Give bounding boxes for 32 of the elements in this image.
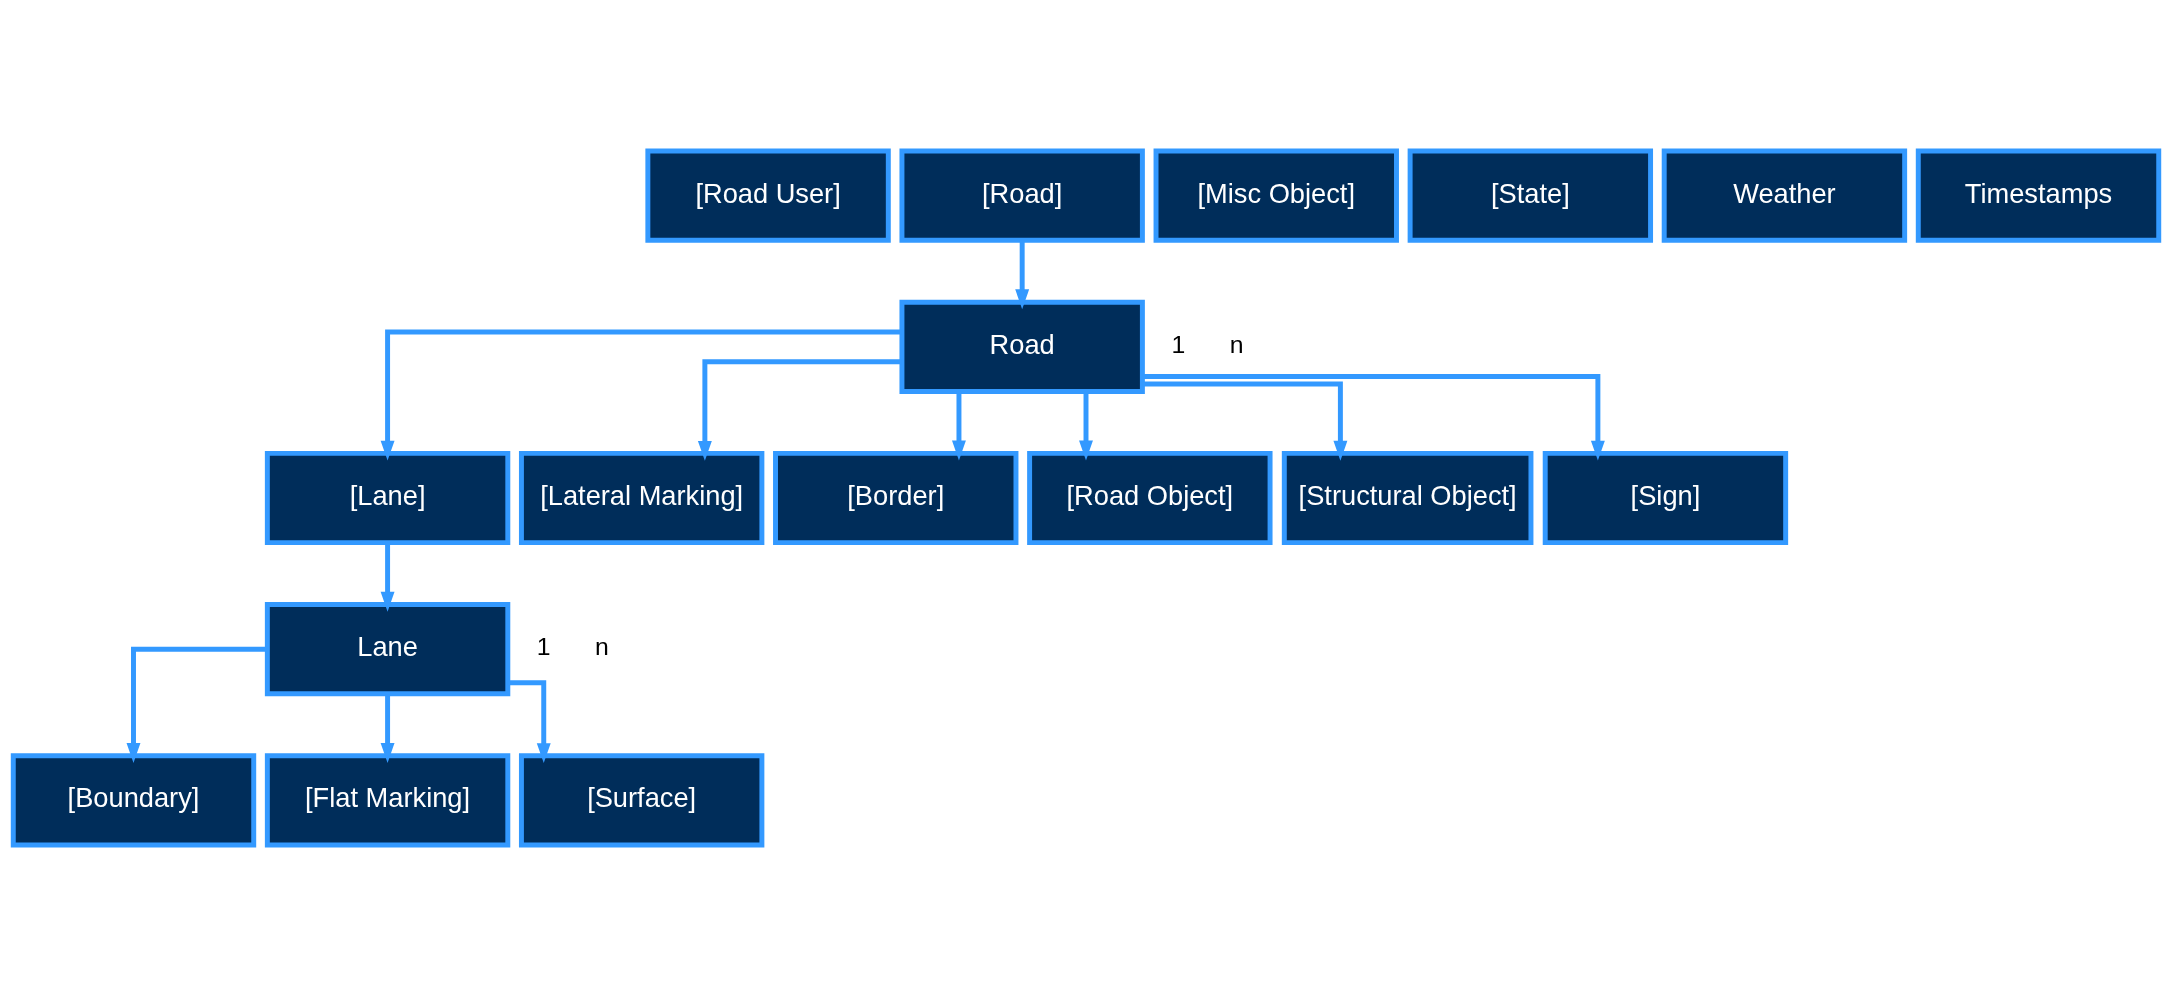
- node-box: [Surface]: [518, 752, 765, 847]
- node-box: Weather: [1661, 148, 1908, 243]
- arrow: [1015, 240, 1030, 309]
- node-box: [Lateral Marking]: [518, 450, 765, 545]
- node-box: [Lane]: [264, 450, 511, 545]
- label: 1: [1171, 330, 1186, 358]
- node-box: [Structural Object]: [1281, 450, 1534, 545]
- label: n: [595, 632, 609, 660]
- node-box: [State]: [1407, 148, 1654, 243]
- node-box: Timestamps: [1915, 148, 2162, 243]
- label: 1: [536, 632, 551, 660]
- arrow: [1142, 373, 1605, 461]
- arrow: [507, 679, 551, 763]
- arrow: [380, 542, 395, 612]
- node-box: [Road Object]: [1027, 450, 1273, 545]
- node-box: [Flat Marking]: [264, 752, 511, 847]
- arrow: [1079, 391, 1093, 460]
- arrow: [380, 328, 902, 461]
- node-box: Lane: [264, 601, 511, 696]
- node-box: [Border]: [773, 450, 1019, 545]
- arrow: [697, 358, 902, 461]
- label: n: [1229, 330, 1244, 358]
- node-box: [Road User]: [645, 148, 891, 243]
- node-box: [Road]: [899, 148, 1145, 243]
- node-box: [Boundary]: [10, 752, 257, 847]
- arrow: [380, 693, 395, 763]
- arrow: [126, 646, 268, 763]
- arrow: [952, 391, 966, 460]
- node-box: Road: [899, 299, 1145, 394]
- node-box: [Sign]: [1542, 450, 1789, 545]
- arrow: [1142, 381, 1348, 461]
- node-box: [Misc Object]: [1153, 148, 1399, 243]
